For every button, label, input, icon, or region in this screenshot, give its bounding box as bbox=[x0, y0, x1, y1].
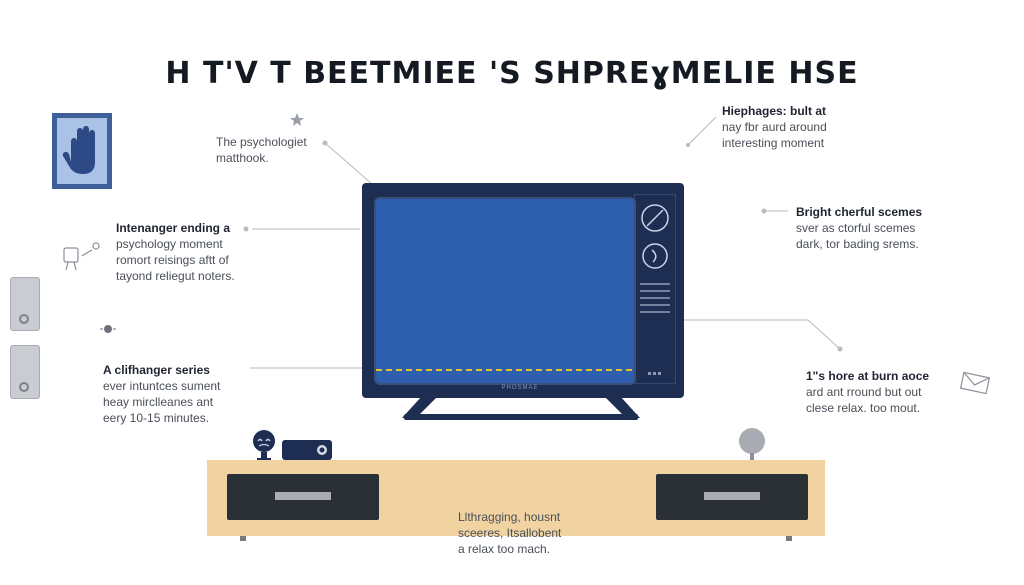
projector-icon bbox=[282, 440, 332, 460]
spotlight-icon bbox=[739, 428, 765, 461]
star-icon bbox=[290, 113, 304, 126]
cabinet-leg bbox=[240, 536, 246, 541]
tv-brand-label: PHOSMAE bbox=[501, 385, 539, 391]
note-low-right: 1"s hore at burn aoce ard ant rround but… bbox=[806, 369, 930, 415]
side-speaker-bottom bbox=[10, 345, 40, 399]
note-top-left: The psychologiet matthook. bbox=[216, 135, 307, 165]
clock-icon bbox=[642, 243, 668, 269]
cabinet-leg bbox=[786, 536, 792, 541]
cabinet-drawer-right bbox=[656, 474, 808, 520]
page-title: H T'V T BEETMIEE 'S SHPREɣMELIE HSE bbox=[165, 56, 859, 91]
tv-control-panel bbox=[634, 194, 676, 384]
tv-stand bbox=[402, 396, 640, 420]
drawer-handle bbox=[704, 492, 760, 500]
envelope-icon bbox=[959, 371, 991, 395]
compass-icon bbox=[641, 204, 669, 232]
tv-scanline bbox=[376, 369, 632, 371]
hand-panel bbox=[52, 113, 112, 189]
spark-icon bbox=[100, 325, 116, 333]
note-low-left: A clifhanger series ever intuntces sumen… bbox=[103, 363, 221, 425]
note-mid-right: Bright cherful scemes sver as ctorful sc… bbox=[796, 205, 923, 251]
tv-screen bbox=[374, 197, 636, 385]
cabinet-drawer-left bbox=[227, 474, 379, 520]
drawer-handle bbox=[275, 492, 331, 500]
camera-icon bbox=[63, 242, 100, 271]
note-mid-left: Intenanger ending a psychology moment ro… bbox=[116, 221, 235, 283]
hand-icon bbox=[57, 118, 107, 184]
side-speaker-top bbox=[10, 277, 40, 331]
note-top-right: Hiephages: bult at nay fbr aurd around i… bbox=[722, 104, 827, 150]
note-bottom-center: Llthragging, housnt sceeres, Itsallobent… bbox=[458, 510, 562, 556]
robot-icon bbox=[253, 430, 275, 461]
